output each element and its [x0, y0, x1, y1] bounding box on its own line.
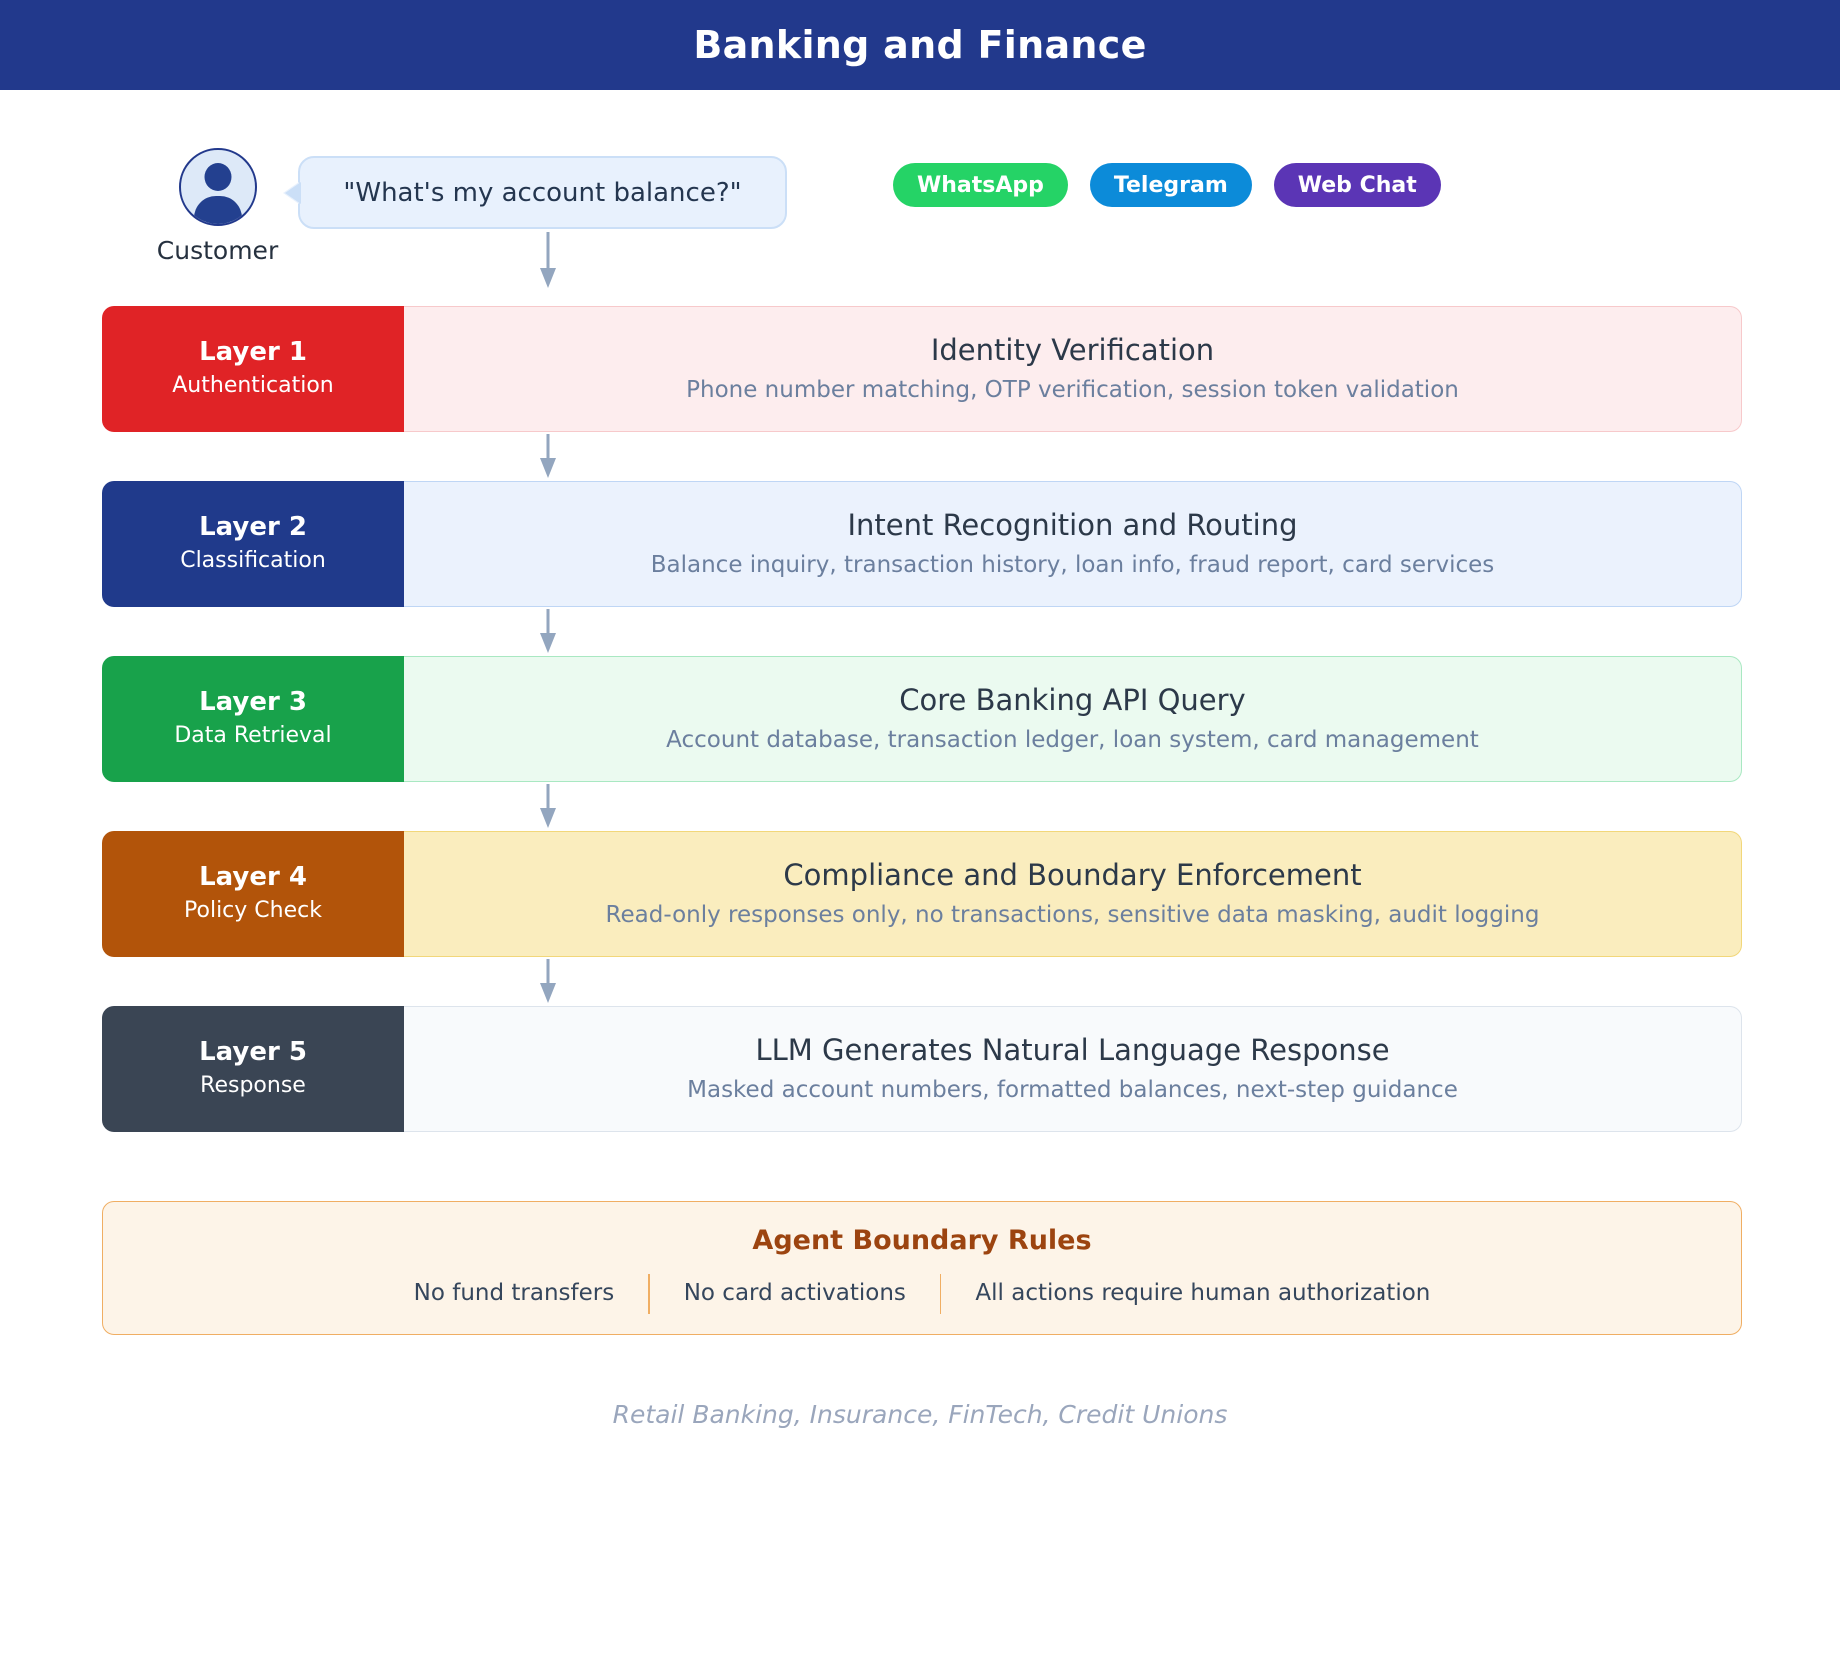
layer-row[interactable]: Layer 4 Policy Check Compliance and Boun… — [102, 831, 1742, 957]
layer-badge-title: Layer 5 — [199, 1037, 307, 1068]
rule-divider — [648, 1273, 650, 1314]
layer-title: LLM Generates Natural Language Response — [755, 1032, 1390, 1067]
channel-badge-web-chat[interactable]: Web Chat — [1273, 163, 1441, 207]
rule-divider — [939, 1273, 942, 1314]
agent-boundary-rules-box: Agent Boundary Rules No fund transfers N… — [102, 1201, 1742, 1335]
layer-badge-subtitle: Authentication — [172, 372, 334, 398]
channel-badge-telegram[interactable]: Telegram — [1089, 163, 1252, 207]
channel-badge-web-chat-label: Web Chat — [1297, 172, 1417, 198]
bubble-tail-icon — [283, 181, 301, 204]
channel-badge-whatsapp-label: WhatsApp — [917, 172, 1044, 198]
layer-title: Identity Verification — [930, 332, 1215, 367]
flow-arrow-intake-icon — [540, 232, 556, 288]
layer-badge-title: Layer 3 — [199, 687, 307, 718]
layer-subtitle: Phone number matching, OTP verification,… — [686, 377, 1459, 404]
layer-title: Core Banking API Query — [899, 682, 1246, 717]
layer-row[interactable]: Layer 3 Data Retrieval Core Banking API … — [102, 656, 1742, 782]
layer-badge-2: Layer 2 Classification — [102, 481, 404, 607]
avatar-head-shape — [204, 163, 231, 191]
layer-badge-subtitle: Response — [200, 1072, 306, 1098]
layer-body-2: Intent Recognition and Routing Balance i… — [404, 481, 1742, 607]
layer-body-5: LLM Generates Natural Language Response … — [404, 1006, 1742, 1132]
avatar-body-shape — [193, 196, 242, 224]
layer-badge-title: Layer 2 — [199, 512, 307, 543]
flow-connector — [102, 782, 1742, 831]
layer-badge-3: Layer 3 Data Retrieval — [102, 656, 404, 782]
layer-badge-1: Layer 1 Authentication — [102, 306, 404, 432]
channel-badge-whatsapp[interactable]: WhatsApp — [893, 163, 1068, 207]
flow-connector — [102, 957, 1742, 1006]
layer-subtitle: Account database, transaction ledger, lo… — [666, 727, 1479, 754]
user-avatar-icon — [178, 148, 257, 226]
layer-body-3: Core Banking API Query Account database,… — [404, 656, 1742, 782]
layer-row[interactable]: Layer 5 Response LLM Generates Natural L… — [102, 1006, 1742, 1132]
flow-connector — [102, 432, 1742, 481]
boundary-rule-item: No fund transfers — [413, 1279, 615, 1306]
layer-badge-4: Layer 4 Policy Check — [102, 831, 404, 957]
page-title: Banking and Finance — [693, 23, 1147, 67]
flow-arrow-icon — [540, 959, 556, 1003]
customer-block: Customer — [155, 148, 280, 265]
customer-message-bubble: "What's my account balance?" — [283, 156, 787, 229]
layer-badge-title: Layer 4 — [199, 862, 307, 893]
layer-subtitle: Masked account numbers, formatted balanc… — [687, 1077, 1458, 1104]
boundary-rules-list: No fund transfers No card activations Al… — [380, 1273, 1465, 1314]
layer-row[interactable]: Layer 2 Classification Intent Recognitio… — [102, 481, 1742, 607]
boundary-rules-title: Agent Boundary Rules — [752, 1224, 1092, 1256]
layer-row[interactable]: Layer 1 Authentication Identity Verifica… — [102, 306, 1742, 432]
layer-body-4: Compliance and Boundary Enforcement Read… — [404, 831, 1742, 957]
channel-badge-telegram-label: Telegram — [1113, 172, 1228, 198]
layer-badge-title: Layer 1 — [199, 337, 307, 368]
footer-note: Retail Banking, Insurance, FinTech, Cred… — [612, 1400, 1228, 1429]
layer-subtitle: Read-only responses only, no transaction… — [605, 902, 1540, 929]
customer-label: Customer — [156, 236, 279, 265]
header-bar: Banking and Finance — [0, 0, 1840, 90]
layer-stack: Layer 1 Authentication Identity Verifica… — [102, 306, 1742, 1132]
flow-arrow-icon — [540, 609, 556, 653]
layer-badge-subtitle: Policy Check — [184, 897, 322, 923]
boundary-rule-item: All actions require human authorization — [975, 1279, 1431, 1306]
flow-arrow-icon — [540, 784, 556, 828]
channel-badges: WhatsApp Telegram Web Chat — [893, 163, 1441, 207]
layer-subtitle: Balance inquiry, transaction history, lo… — [650, 552, 1495, 579]
boundary-rule-item: No card activations — [683, 1279, 906, 1306]
layer-title: Compliance and Boundary Enforcement — [783, 857, 1362, 892]
customer-message-text: "What's my account balance?" — [343, 177, 742, 208]
layer-body-1: Identity Verification Phone number match… — [404, 306, 1742, 432]
layer-badge-subtitle: Classification — [180, 547, 326, 573]
flow-connector — [102, 607, 1742, 656]
flow-arrow-icon — [540, 434, 556, 478]
layer-badge-5: Layer 5 Response — [102, 1006, 404, 1132]
layer-title: Intent Recognition and Routing — [847, 507, 1298, 542]
layer-badge-subtitle: Data Retrieval — [174, 722, 332, 748]
